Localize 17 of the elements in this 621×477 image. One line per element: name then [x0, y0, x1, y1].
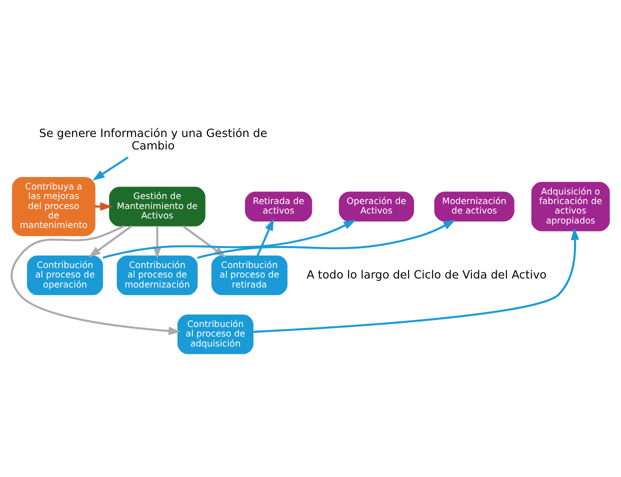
label: A todo lo largo del Ciclo de Vida del Activo	[306, 267, 547, 282]
arrow	[88, 225, 132, 258]
arrow	[256, 218, 274, 256]
node-box: Contribución al proceso de adquisición	[177, 314, 254, 354]
arrow	[253, 228, 580, 333]
node-box: Adquisición o fabricación de activos apropiados	[531, 182, 610, 232]
node-box: Modernización de activos	[434, 192, 514, 222]
node-box: Gestión de Mantenimiento de Activos	[109, 186, 206, 226]
node-text: Se genere Información y una Gestión de Cambio	[39, 126, 268, 152]
node-box: Contribuya a las mejoras del proceso de mantenimiento	[12, 177, 96, 236]
node-box: Retirada de activos	[245, 192, 312, 222]
node-box: Contribución al proceso de modernización	[116, 255, 198, 296]
node-box: Operación de Activos	[338, 192, 414, 222]
arrow	[10, 225, 181, 336]
node-box: Contribución al proceso de retirada	[211, 255, 288, 296]
node-box: Contribución al proceso de operación	[27, 255, 104, 296]
arrow	[92, 156, 129, 181]
